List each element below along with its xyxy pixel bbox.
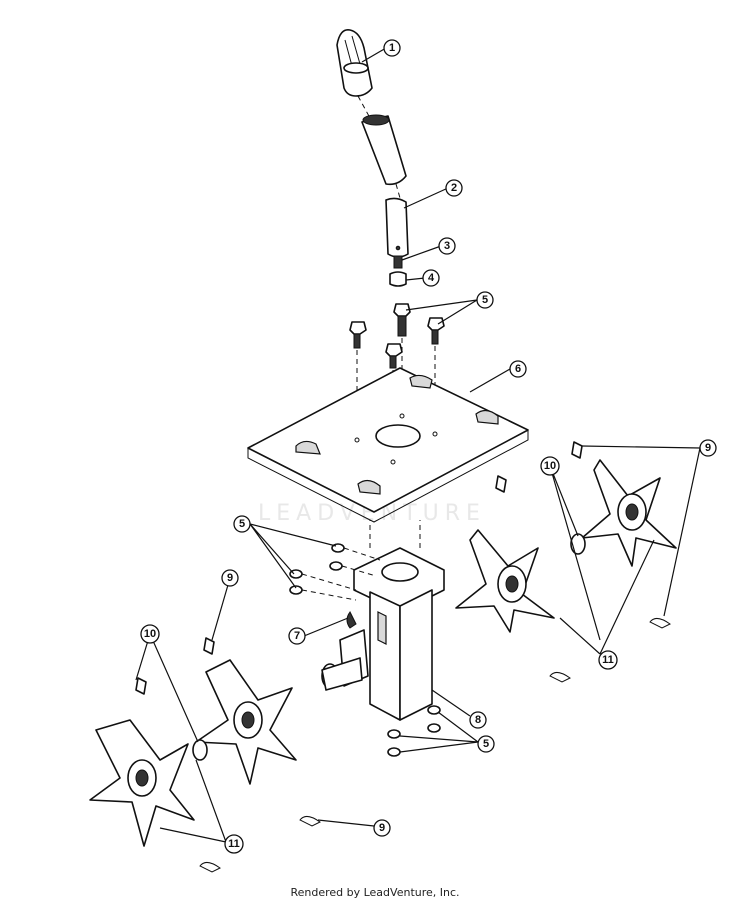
part-shaft[interactable] [385, 197, 409, 258]
part-tine-left-outer[interactable] [89, 719, 195, 847]
callout-9-left[interactable]: 9 [221, 569, 239, 587]
callout-6[interactable]: 6 [509, 360, 527, 378]
callout-4[interactable]: 4 [422, 269, 440, 287]
part-bolts-top[interactable] [349, 303, 445, 369]
svg-text:10: 10 [144, 628, 156, 640]
part-pin[interactable] [393, 255, 403, 269]
callout-5-top[interactable]: 5 [476, 291, 494, 309]
callout-5-left[interactable]: 5 [233, 515, 251, 533]
part-tine-left-inner[interactable] [195, 659, 297, 785]
svg-text:6: 6 [515, 363, 521, 375]
part-clips[interactable] [199, 618, 671, 873]
callout-11-left[interactable]: 11 [224, 834, 244, 854]
callout-5-bottom[interactable]: 5 [477, 735, 495, 753]
svg-text:5: 5 [483, 738, 489, 750]
svg-text:3: 3 [444, 240, 450, 252]
part-tine-right-inner[interactable] [455, 529, 555, 633]
callout-9-bottom[interactable]: 9 [373, 819, 391, 837]
svg-text:1: 1 [389, 42, 395, 54]
part-handle-top[interactable] [336, 28, 373, 97]
svg-text:9: 9 [379, 822, 385, 834]
callout-1[interactable]: 1 [383, 39, 401, 57]
part-handle-tube[interactable] [361, 114, 407, 186]
svg-text:9: 9 [227, 572, 233, 584]
svg-text:8: 8 [475, 714, 481, 726]
leader-lines [135, 47, 701, 843]
svg-text:5: 5 [482, 294, 488, 306]
callout-8[interactable]: 8 [469, 711, 487, 729]
part-pins[interactable] [135, 441, 583, 695]
callout-7[interactable]: 7 [288, 627, 306, 645]
svg-text:10: 10 [544, 460, 556, 472]
svg-text:2: 2 [451, 182, 457, 194]
svg-text:9: 9 [705, 442, 711, 454]
callout-9-right[interactable]: 9 [699, 439, 717, 457]
part-collar[interactable] [389, 271, 407, 287]
callout-10-right[interactable]: 10 [540, 456, 560, 476]
part-nuts-left[interactable] [289, 543, 345, 595]
svg-text:5: 5 [239, 518, 245, 530]
svg-text:7: 7 [294, 630, 300, 642]
part-washers[interactable] [192, 533, 586, 761]
svg-text:4: 4 [428, 272, 435, 284]
part-mounting-plate[interactable] [247, 367, 529, 523]
callout-2[interactable]: 2 [445, 179, 463, 197]
svg-text:11: 11 [228, 838, 240, 850]
part-gearbox[interactable] [321, 520, 445, 721]
svg-text:11: 11 [602, 654, 614, 666]
callout-10-left[interactable]: 10 [140, 624, 160, 644]
footer-credit: Rendered by LeadVenture, Inc. [290, 886, 460, 899]
part-tine-right-outer[interactable] [581, 459, 677, 567]
part-nuts-bottom[interactable] [387, 705, 441, 757]
callout-11-right[interactable]: 11 [598, 650, 618, 670]
callout-3[interactable]: 3 [438, 237, 456, 255]
